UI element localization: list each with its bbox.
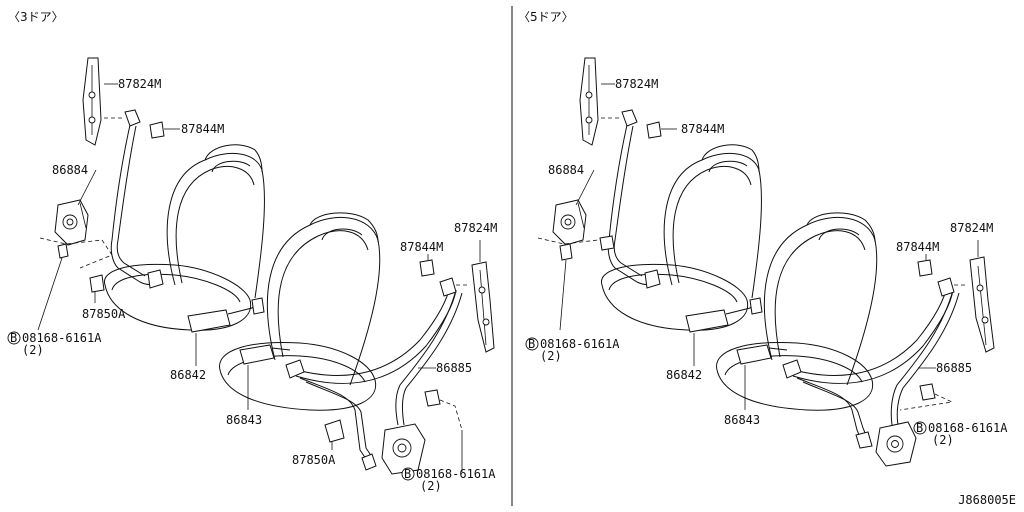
label-87824m-2: 87824M: [454, 221, 497, 235]
label-87824m: 87824M: [118, 77, 161, 91]
label-87844m-5-door: 87844M: [681, 122, 724, 136]
anchor-cover-87844m-5-door: [646, 121, 662, 139]
front-seat-drawing-5-door: [716, 212, 878, 411]
label-bolt-qty: (2): [22, 343, 44, 357]
label-86884: 86884: [52, 163, 88, 177]
label-87850a: 87850A: [82, 307, 126, 321]
label-08168-6161a-2-5-door: 08168-6161A: [928, 421, 1008, 435]
label-08168-6161a-5-door: 08168-6161A: [540, 337, 620, 351]
buckle-86843: [239, 344, 275, 365]
retractor-86884-5-door: [552, 199, 587, 246]
label-86843-5-door: 86843: [724, 413, 760, 427]
upper-guide-87824m-5-door: [579, 57, 615, 146]
anchor-cover-87844m-2: [419, 259, 435, 277]
front-seat-drawing: [219, 212, 381, 411]
front-upper-guide-87824m-5-door: [969, 256, 995, 353]
label-bolt-qty-5-door: (2): [540, 349, 562, 363]
diagram-code: J868005E: [958, 493, 1016, 507]
label-86884-5-door: 86884: [548, 163, 584, 177]
label-86885-5-door: 86885: [936, 361, 972, 375]
bolt-marker-b-2-text-5-door: B: [916, 421, 923, 435]
bolt-marker-b-text: B: [10, 331, 17, 345]
front-retractor: [381, 423, 426, 475]
label-86885: 86885: [436, 361, 472, 375]
front-upper-guide-87824m: [471, 261, 495, 353]
buckle-86843-5-door: [736, 344, 772, 365]
bolt-marker-b: [7, 331, 21, 345]
anchor-cover-87844m-2-5-door: [917, 259, 933, 277]
upper-guide-87824m: [82, 57, 118, 146]
label-86842-5-door: 86842: [666, 368, 702, 382]
bolt-marker-b-5-door: [525, 337, 539, 351]
bolt-marker-b-text-5-door: B: [528, 337, 535, 351]
bolt-marker-b-2-5-door: [913, 421, 927, 435]
label-08168-6161a-2: 08168-6161A: [416, 467, 496, 481]
label-86842: 86842: [170, 368, 206, 382]
label-87824m-2-5-door: 87824M: [950, 221, 993, 235]
buckle-86842-5-door: [685, 309, 729, 333]
label-87844m: 87844M: [181, 122, 224, 136]
panel-3-door: 〈3ドア〉 87824M: [7, 10, 497, 493]
label-87844m-2: 87844M: [400, 240, 443, 254]
label-08168-6161a: 08168-6161A: [22, 331, 102, 345]
panel-title-5-door: 〈5ドア〉: [518, 10, 574, 24]
rear-seat-drawing-5-door: [601, 144, 762, 331]
label-bolt-qty-2-5-door: (2): [932, 433, 954, 447]
retractor-86884: [54, 199, 89, 246]
buckle-86842: [187, 309, 231, 333]
bolt-marker-b-2: [401, 467, 415, 481]
label-87844m-2-5-door: 87844M: [896, 240, 939, 254]
bolt-87850a-2: [324, 419, 345, 443]
panel-5-door: 〈5ドア〉 87824M: [518, 10, 1008, 467]
bolt-87850a: [89, 274, 105, 293]
anchor-cover-87844m: [149, 121, 165, 139]
rear-seat-drawing: [104, 144, 265, 331]
shoulder-anchor: [124, 109, 141, 127]
panel-title: 〈3ドア〉: [8, 10, 64, 24]
front-retractor-5-door: [875, 421, 917, 467]
label-87824m-5-door: 87824M: [615, 77, 658, 91]
bolt-marker-b-2-text: B: [404, 467, 411, 481]
label-86843: 86843: [226, 413, 262, 427]
label-bolt-qty-2: (2): [420, 479, 442, 493]
label-87850a-2: 87850A: [292, 453, 336, 467]
